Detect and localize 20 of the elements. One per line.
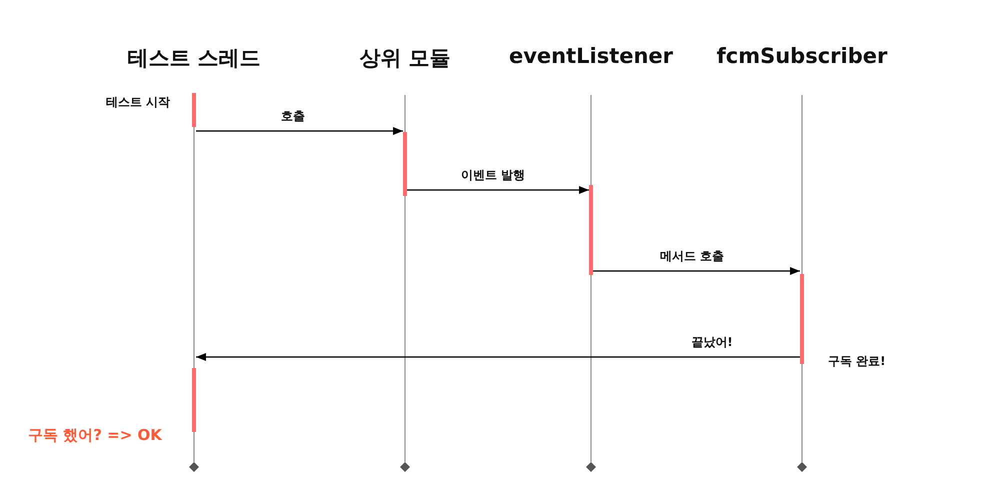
edge-label: 호출	[281, 108, 305, 125]
message-arrow	[196, 353, 800, 361]
note-text: 구독 완료!	[828, 353, 886, 370]
edge-label: 이벤트 발행	[460, 167, 526, 184]
participant-label: fcmSubscriber	[716, 44, 888, 68]
activation-bar	[192, 93, 196, 127]
activation-bar	[192, 368, 196, 432]
edge-label: 메서드 호출	[660, 248, 724, 265]
note-text: 테스트 시작	[106, 94, 170, 111]
message-arrow	[407, 186, 589, 194]
participant-label: eventListener	[508, 44, 674, 68]
activation-bar	[403, 132, 407, 196]
participant-label: 테스트 스레드	[127, 44, 261, 72]
edge-label: 끝났어!	[691, 334, 733, 351]
message-arrow	[196, 127, 403, 135]
participant-label: 상위 모듈	[359, 44, 451, 72]
activation-bar	[589, 185, 593, 275]
result-note: 구독 했어? => OK	[28, 426, 162, 445]
activation-bar	[800, 274, 804, 364]
message-arrow	[593, 267, 800, 275]
